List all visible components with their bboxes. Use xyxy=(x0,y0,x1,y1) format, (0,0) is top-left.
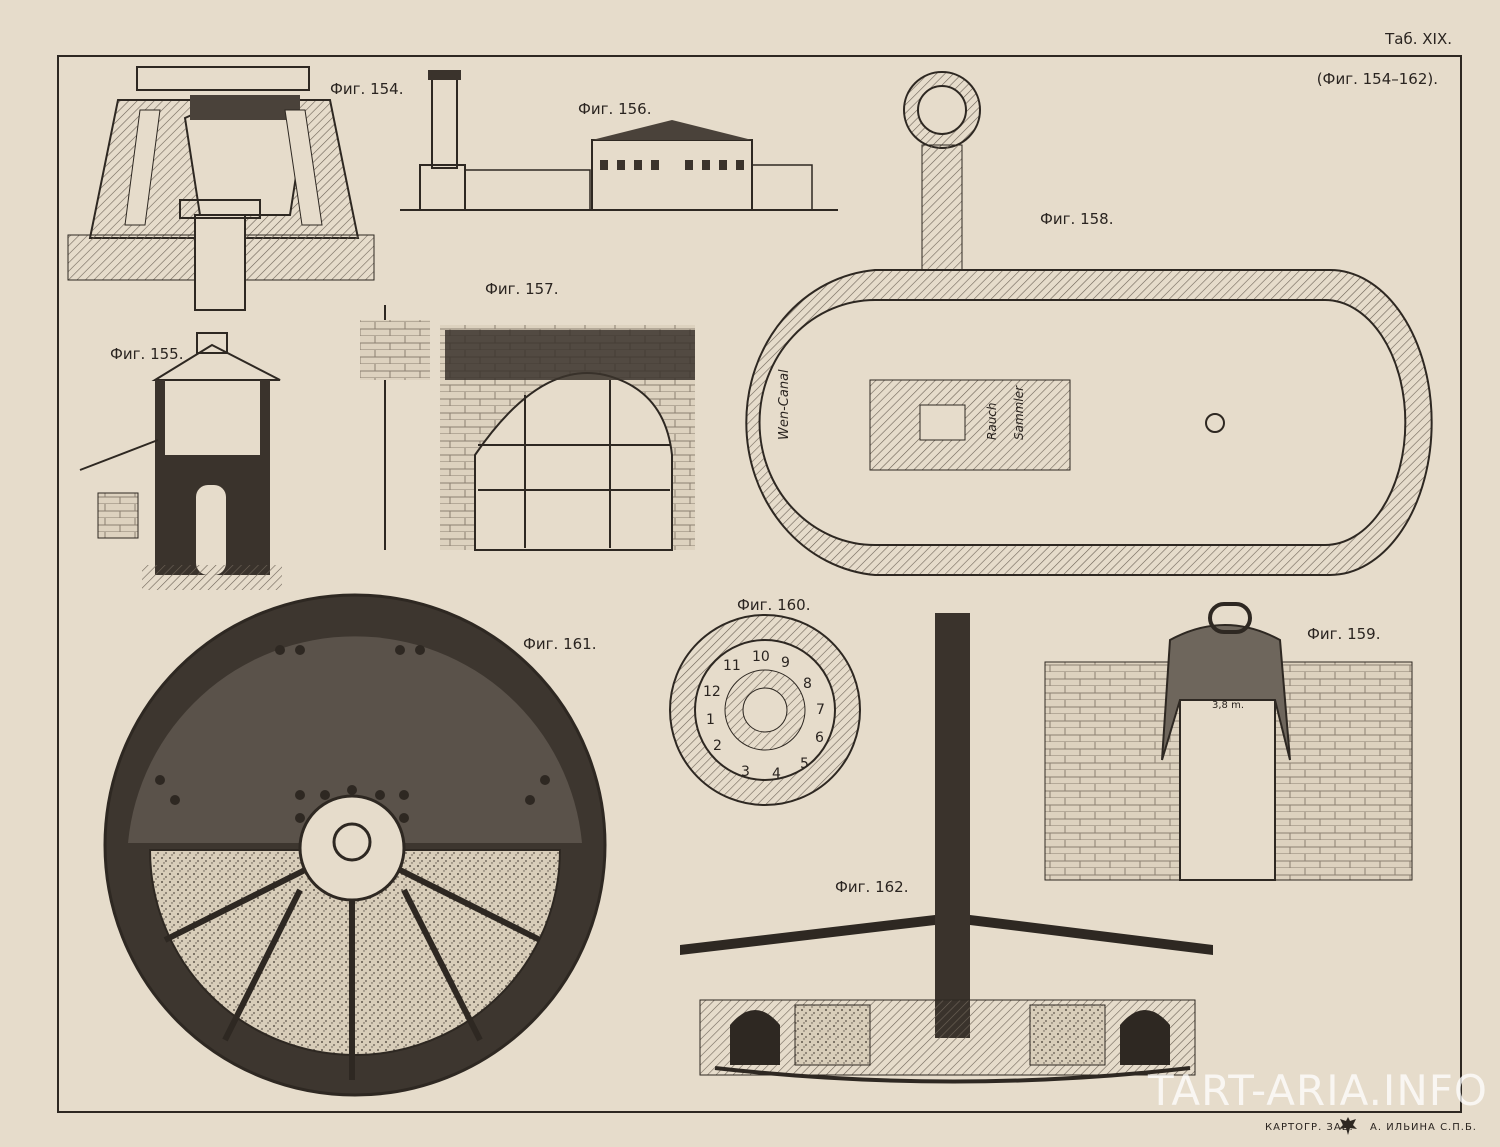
fig158-rauch-label: Rauch xyxy=(985,402,999,441)
fig161-caption: Фиг. 161. xyxy=(523,635,597,653)
fig160-caption: Фиг. 160. xyxy=(737,596,811,614)
fig158-drawing xyxy=(745,71,1433,576)
fig160-number-2: 2 xyxy=(713,738,722,754)
fig160-drawing xyxy=(669,614,861,806)
fig160-number-11: 11 xyxy=(723,658,741,674)
plate-number: Таб. XIX. xyxy=(1385,30,1452,48)
footer-publisher-right: А. ИЛЬИНА С.П.Б. xyxy=(1370,1122,1477,1133)
fig161-vent-holes xyxy=(155,645,550,823)
fig158-canal-label: Wen-Canal xyxy=(777,369,792,440)
figure-range: (Фиг. 154–162). xyxy=(1316,70,1438,88)
fig161-drawing xyxy=(103,593,607,1097)
fig160-number-8: 8 xyxy=(803,676,812,692)
fig159-caption: Фиг. 159. xyxy=(1307,625,1381,643)
watermark-text: TART-ARIA.INFO xyxy=(1148,1066,1488,1115)
fig158-sammler-label: Sammler xyxy=(1012,386,1026,440)
imperial-eagle-icon xyxy=(1339,1117,1357,1135)
fig160-number-12: 12 xyxy=(703,684,721,700)
fig160-number-7: 7 xyxy=(816,702,825,718)
fig156-caption: Фиг. 156. xyxy=(578,100,652,118)
plate-frame xyxy=(57,55,1462,1113)
fig160-number-6: 6 xyxy=(815,730,824,746)
fig154-drawing xyxy=(67,66,375,311)
fig157-caption: Фиг. 157. xyxy=(485,280,559,298)
fig160-number-5: 5 xyxy=(800,756,809,772)
fig158-caption: Фиг. 158. xyxy=(1040,210,1114,228)
footer-publisher-left: КАРТОГР. ЗАВ. xyxy=(1265,1122,1354,1133)
fig155-caption: Фиг. 155. xyxy=(110,345,184,363)
fig162-drawing xyxy=(680,613,1213,1084)
fig156-drawing xyxy=(400,70,838,211)
fig160-number-10: 10 xyxy=(752,649,770,665)
fig154-caption: Фиг. 154. xyxy=(330,80,404,98)
fig160-number-3: 3 xyxy=(741,764,750,780)
fig160-number-4: 4 xyxy=(772,766,781,782)
fig160-number-9: 9 xyxy=(781,655,790,671)
fig160-number-1: 1 xyxy=(706,712,715,728)
fig162-caption: Фиг. 162. xyxy=(835,878,909,896)
fig159-dimension: 3,8 m. xyxy=(1212,700,1245,711)
fig155-drawing xyxy=(79,332,282,590)
fig159-drawing xyxy=(1044,602,1413,881)
fig157-drawing xyxy=(360,305,695,551)
